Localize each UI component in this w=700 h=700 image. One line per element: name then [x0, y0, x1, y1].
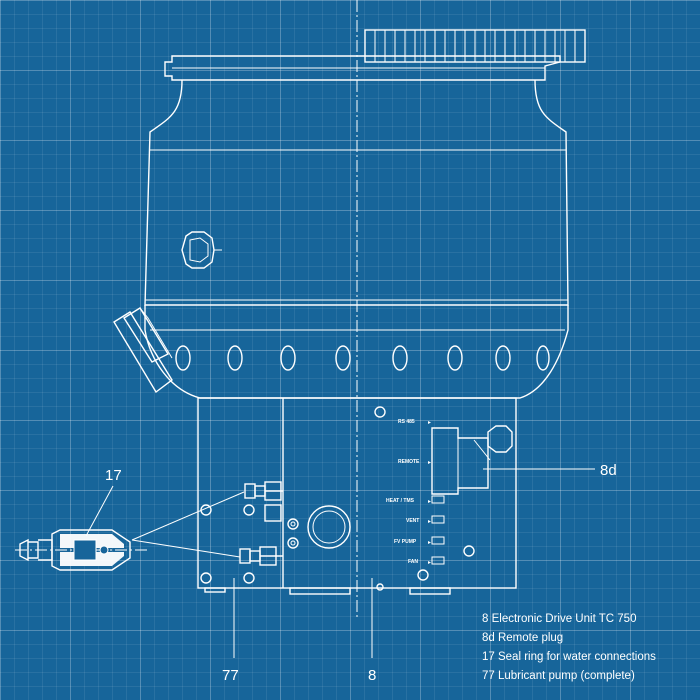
panel-label-fv-pump: FV PUMP: [394, 539, 417, 545]
callout-8d: 8d: [600, 462, 617, 479]
venting-knob: [181, 231, 222, 269]
panel-label-fan: FAN: [408, 559, 418, 565]
panel-label-rs485: RS 485: [398, 419, 415, 425]
connector-panel-labels: RS 485 REMOTE HEAT / TMS VENT FV PUMP FA…: [386, 419, 445, 565]
pump-housing: [144, 79, 569, 306]
seal-ring-detail: [15, 529, 150, 571]
water-connector-upper: [244, 481, 283, 522]
leader-lines: [85, 468, 595, 658]
callout-77: 77: [222, 667, 239, 684]
lubricant-pump: [200, 481, 283, 584]
legend-item: 17 Seal ring for water connections: [482, 651, 656, 663]
legend-item: 77 Lubricant pump (complete): [482, 670, 635, 682]
panel-label-heat-tms: HEAT / TMS: [386, 498, 415, 504]
side-flange: [113, 307, 173, 394]
panel-label-vent: VENT: [406, 518, 419, 524]
legend-item: 8d Remote plug: [482, 632, 564, 644]
legend: 8 Electronic Drive Unit TC 750 8d Remote…: [482, 610, 656, 686]
drive-unit-screws: [374, 406, 475, 591]
panel-label-remote: REMOTE: [398, 459, 420, 465]
callout-17: 17: [105, 467, 122, 484]
top-flange: [164, 29, 586, 81]
round-connector: [287, 505, 351, 549]
remote-plug: [431, 425, 513, 495]
callout-8: 8: [368, 667, 376, 684]
legend-item: 8 Electronic Drive Unit TC 750: [482, 613, 637, 625]
water-connector-lower: [239, 546, 283, 566]
